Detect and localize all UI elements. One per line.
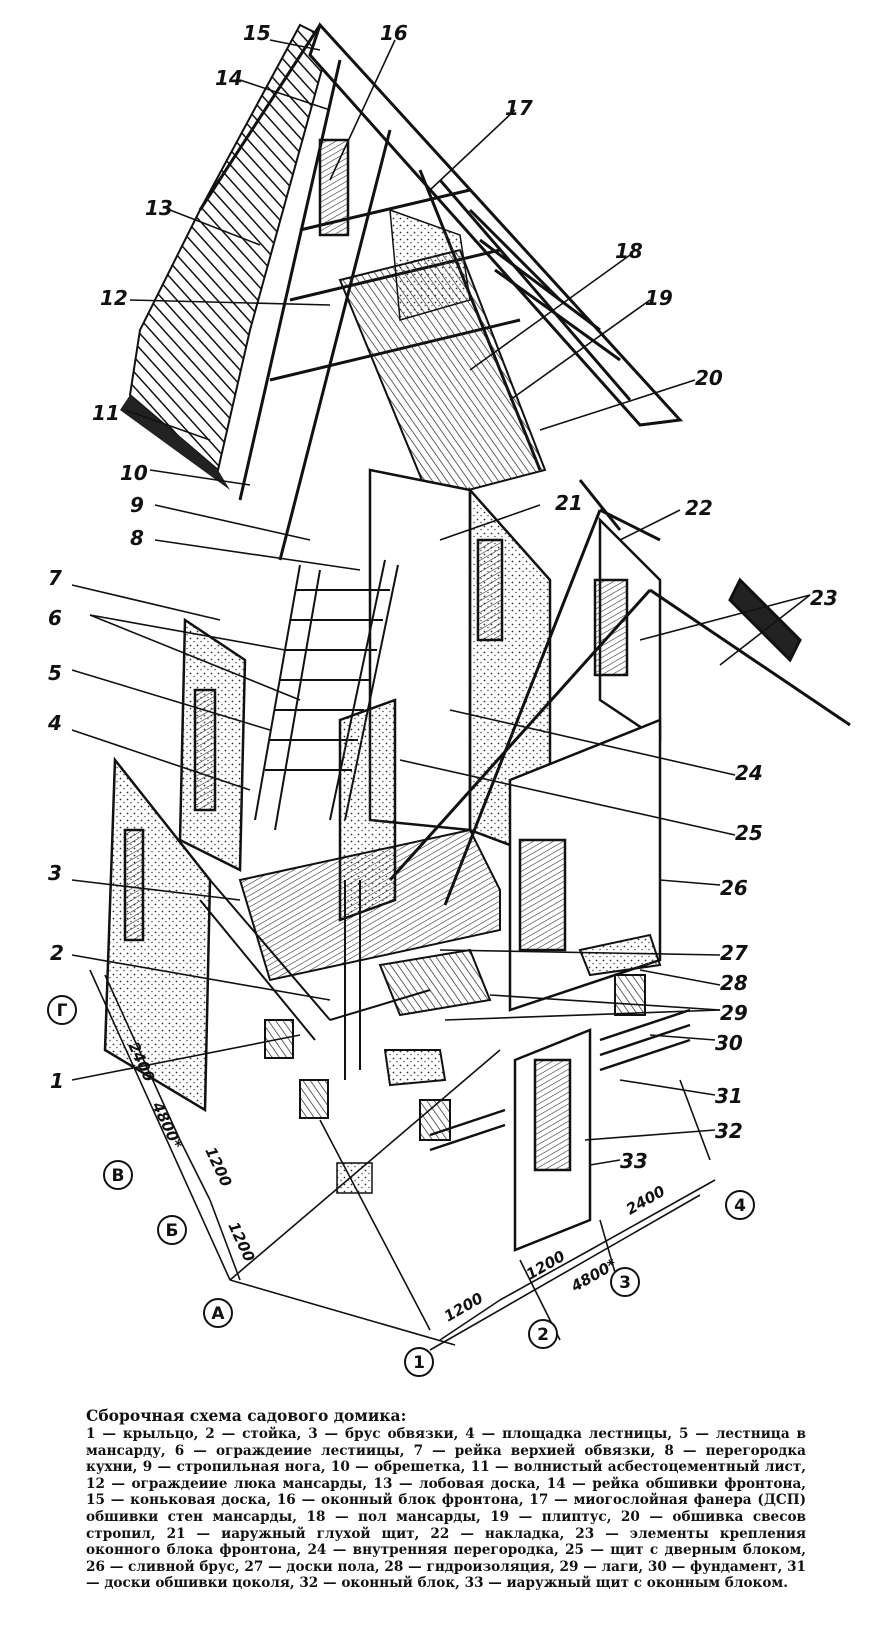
attic-floor	[338, 208, 547, 502]
callout-5: 5	[48, 661, 62, 685]
callout-23: 23	[810, 586, 838, 610]
gable-right	[388, 479, 851, 906]
callout-8: 8	[130, 526, 144, 550]
callout-24: 24	[735, 761, 763, 785]
callout-2: 2	[50, 941, 64, 965]
dim-left-total: 4800*	[148, 1098, 186, 1152]
callout-30: 30	[715, 1031, 743, 1055]
ground-patch	[336, 1162, 373, 1194]
callout-13: 13	[145, 196, 173, 220]
axis-letter-a: А	[211, 1304, 225, 1324]
gable-window	[318, 138, 350, 237]
axis-number-4: 4	[734, 1196, 746, 1216]
callout-33: 33	[620, 1149, 648, 1173]
callout-18: 18	[615, 239, 643, 263]
callout-10: 10	[120, 461, 148, 485]
front-panels	[508, 718, 662, 1252]
callout-29: 29	[720, 1001, 748, 1025]
callout-15: 15	[243, 21, 271, 45]
axis-number-2: 2	[537, 1325, 549, 1345]
foundation	[264, 933, 662, 1141]
callout-6: 6	[48, 606, 62, 630]
axis-bubbles	[47, 995, 755, 1377]
plinth-boards	[429, 1008, 691, 1152]
axis-letter-b: Б	[166, 1221, 179, 1241]
caption-body: 1 — крыльцо, 2 — стойка, 3 — брус обвязк…	[86, 1426, 806, 1592]
callout-labels: 1 2 3 4 5 6 7 8 9 10 11 12 13 14 15 16 1…	[47, 21, 838, 1173]
axis-labels: Г В Б А 1 2 3 4	[57, 1001, 747, 1373]
floor-boards	[238, 828, 501, 982]
axis-letter-g: Г	[57, 1001, 68, 1021]
dim-bottom-c: 2400	[623, 1182, 668, 1218]
dim-bottom-b: 1200	[523, 1247, 568, 1283]
callout-7: 7	[48, 566, 62, 590]
callout-1: 1	[50, 1069, 64, 1093]
leader-lines	[71, 39, 811, 1166]
callout-17: 17	[505, 96, 533, 120]
axis-letter-v: В	[112, 1166, 125, 1186]
callout-32: 32	[715, 1119, 743, 1143]
callout-20: 20	[695, 366, 723, 390]
ground-walls	[103, 617, 397, 1113]
callout-12: 12	[100, 286, 128, 310]
callout-3: 3	[48, 861, 62, 885]
house-assembly-drawing: Г В Б А 1 2 3 4 2400 4800* 1200 1200 120…	[47, 21, 851, 1377]
axis-number-3: 3	[619, 1273, 631, 1293]
callout-31: 31	[715, 1084, 743, 1108]
roof-sheets	[120, 23, 332, 490]
callout-9: 9	[130, 493, 144, 517]
callout-19: 19	[645, 286, 673, 310]
callout-26: 26	[720, 876, 748, 900]
dim-left-mid2: 1200	[224, 1219, 258, 1264]
callout-27: 27	[720, 941, 748, 965]
upper-walls	[368, 468, 662, 862]
axis-number-1: 1	[413, 1353, 425, 1373]
dim-bottom-a: 1200	[441, 1289, 486, 1325]
callout-25: 25	[735, 821, 763, 845]
callout-4: 4	[47, 711, 62, 735]
callout-11: 11	[92, 401, 120, 425]
callout-28: 28	[720, 971, 748, 995]
callout-21: 21	[555, 491, 583, 515]
dimension-lines	[89, 969, 716, 1351]
dim-left-mid1: 1200	[201, 1144, 235, 1189]
callout-22: 22	[685, 496, 713, 520]
callout-16: 16	[380, 21, 408, 45]
figure-caption: Сборочная схема садового домика: 1 — кры…	[86, 1406, 806, 1592]
callout-14: 14	[215, 66, 243, 90]
caption-title: Сборочная схема садового домика:	[86, 1406, 407, 1425]
